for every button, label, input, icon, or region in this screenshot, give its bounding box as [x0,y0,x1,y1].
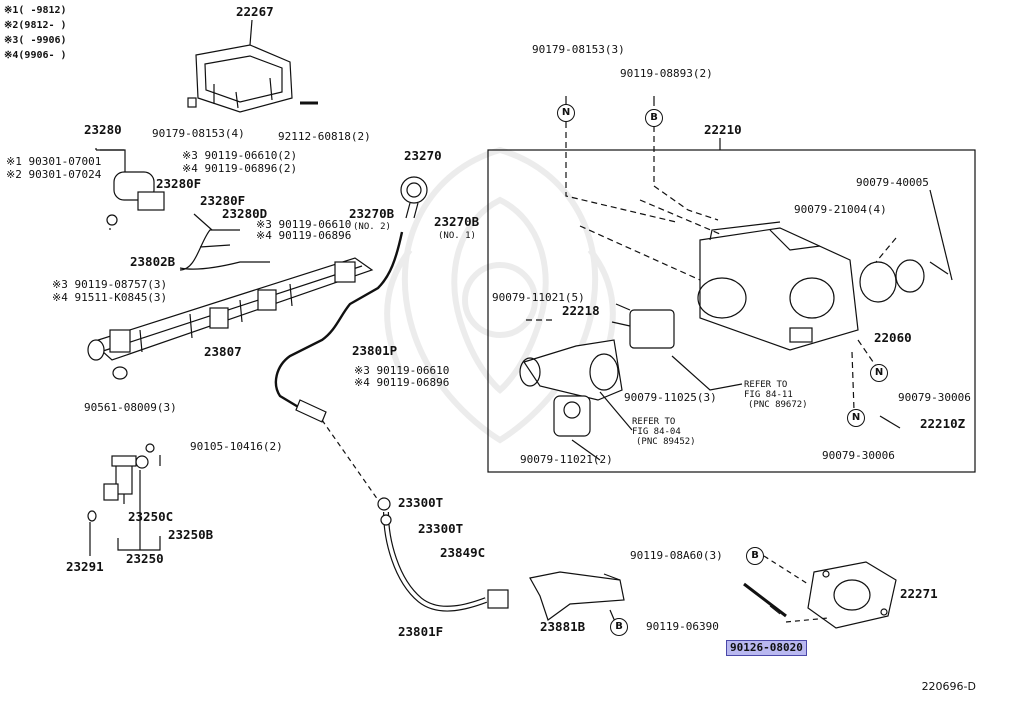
label-23270B-no2-note: (NO. 2) [353,222,391,232]
label-23270B-no1-note: (NO. 1) [438,231,476,241]
note-4: ※4(9906- ) [4,50,67,61]
label-90079-11021-5[interactable]: 90079-11021(5) [492,291,585,304]
label-90079-30006[interactable]: 90079-30006 [898,391,971,404]
part-23881B-bracket [529,571,625,625]
label-23270B-no1[interactable]: 23270B [434,214,480,229]
label-23270[interactable]: 23270 [404,148,442,163]
label-23881B[interactable]: 23881B [540,619,586,634]
callout-n: N [847,409,865,427]
label-22210[interactable]: 22210 [704,122,742,137]
label-23801F[interactable]: 23801F [398,624,444,639]
label-90079-11025[interactable]: 90079-11025(3) [624,391,717,404]
part-22210-throttle-body [697,221,859,351]
label-90079-11021-2[interactable]: 90079-11021(2) [520,453,613,466]
part-90126-stud [743,582,787,618]
callout-n: N [870,364,888,382]
note-2: ※2(9812- ) [4,20,67,31]
label-23802B[interactable]: 23802B [130,254,176,269]
label-23250[interactable]: 23250 [126,551,164,566]
part-22218-valve [519,339,623,401]
label-23807[interactable]: 23807 [204,344,242,359]
label-90561-08009[interactable]: 90561-08009(3) [84,401,177,414]
sensor-89452 [553,395,591,437]
part-23270-damper [400,176,428,219]
label-23300T[interactable]: 23300T [418,521,464,536]
part-22271-gasket [807,561,897,629]
label-22271[interactable]: 22271 [900,586,938,601]
label-90079-21004[interactable]: 90079-21004(4) [794,203,887,216]
diagram-id: 220696-D [921,680,976,693]
label-22210z[interactable]: 22210Z [920,416,966,431]
label-23280D[interactable]: 23280D [222,206,268,221]
callout-b: B [645,109,663,127]
label-90301-07001[interactable]: ※1 90301-07001 [6,155,102,168]
throttle-body-group-frame [487,149,976,473]
label-90119-06896-2[interactable]: ※4 90119-06896(2) [182,162,298,175]
label-23270B-no2[interactable]: 23270B [349,206,395,221]
part-22060-sensor [859,259,949,303]
label-90079-30006[interactable]: 90079-30006 [822,449,895,462]
label-90119-06896[interactable]: ※4 90119-06896 [256,229,352,242]
label-90119-06610-2[interactable]: ※3 90119-06610(2) [182,149,298,162]
label-90179-08153-4[interactable]: 90179-08153(4) [152,127,245,140]
label-90126-08020-highlighted[interactable]: 90126-08020 [726,640,807,656]
label-23849C[interactable]: 23849C [440,545,486,560]
label-90119-08893[interactable]: 90119-08893(2) [620,67,713,80]
part-23807-fuel-rail [87,257,374,361]
label-23280[interactable]: 23280 [84,122,122,137]
label-90105-10416[interactable]: 90105-10416(2) [190,440,283,453]
label-90079-40005[interactable]: 90079-40005 [856,176,929,189]
label-22060[interactable]: 22060 [874,330,912,345]
label-90119-08757[interactable]: ※3 90119-08757(3) [52,278,168,291]
part-23250-injector [103,455,137,504]
label-23280F[interactable]: 23280F [156,176,202,191]
label-90301-07024[interactable]: ※2 90301-07024 [6,168,102,181]
part-23801P-pipe [274,231,404,410]
label-23250B[interactable]: 23250B [168,527,214,542]
label-92112-60818[interactable]: 92112-60818(2) [278,130,371,143]
ref-fig-84-11-line3: (PNC 89672) [748,400,808,410]
ref-fig-84-11-line1: REFER TO [744,380,788,390]
label-23280F[interactable]: 23280F [200,193,246,208]
label-23300T[interactable]: 23300T [398,495,444,510]
label-23291[interactable]: 23291 [66,559,104,574]
callout-n: N [557,104,575,122]
part-23280-regulator [95,148,165,226]
ref-fig-84-11-line2[interactable]: FIG 84-11 [744,390,793,400]
throttle-position-sensor [611,303,675,349]
label-90119-08a60[interactable]: 90119-08A60(3) [630,549,723,562]
label-90119-06390[interactable]: 90119-06390 [646,620,719,633]
label-23250C[interactable]: 23250C [128,509,174,524]
label-90119-06610[interactable]: ※3 90119-06610 [256,218,352,231]
note-3: ※3( -9906) [4,35,67,46]
note-1: ※1( -9812) [4,5,67,16]
label-22267[interactable]: 22267 [236,4,274,19]
callout-b: B [746,547,764,565]
callout-b: B [610,618,628,636]
part-22267-bracket [187,19,318,113]
label-22218[interactable]: 22218 [562,303,600,318]
label-90119-06896-c[interactable]: ※4 90119-06896 [354,376,450,389]
label-91511-k0845[interactable]: ※4 91511-K0845(3) [52,291,168,304]
label-90179-08153-3[interactable]: 90179-08153(3) [532,43,625,56]
ref-fig-84-04-line1: REFER TO [632,417,676,427]
ref-fig-84-04-line3: (PNC 89452) [636,437,696,447]
label-90119-06610-c[interactable]: ※3 90119-06610 [354,364,450,377]
label-23801P[interactable]: 23801P [352,343,398,358]
ref-fig-84-04-line2[interactable]: FIG 84-04 [632,427,681,437]
